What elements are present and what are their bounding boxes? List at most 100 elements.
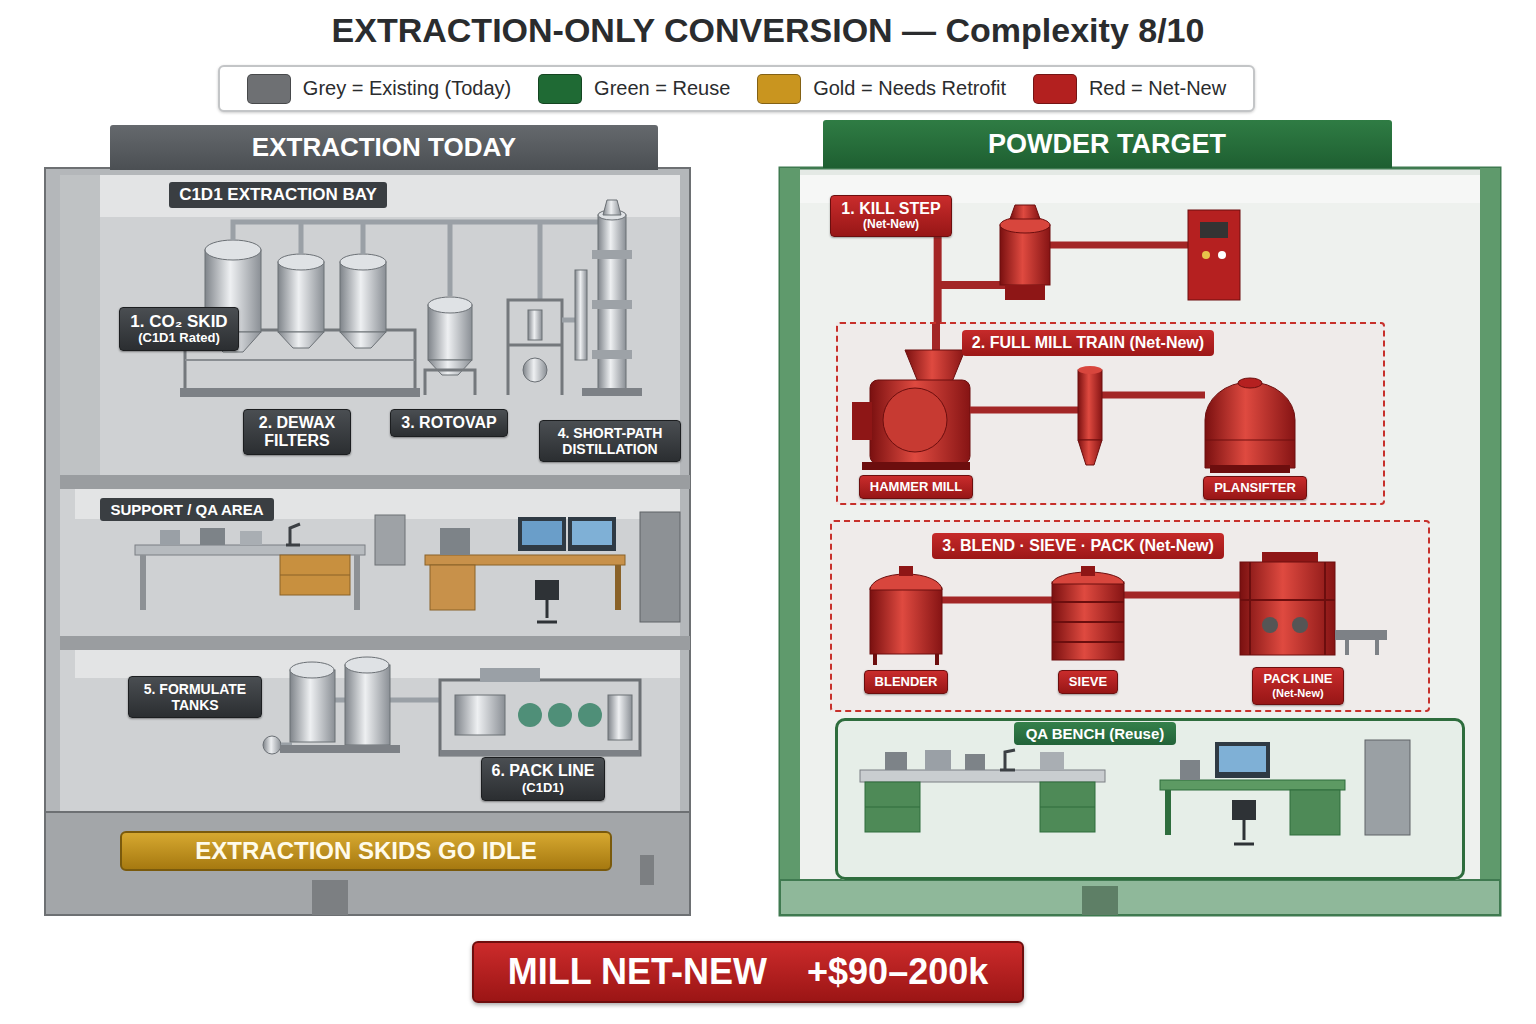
right-building (1480, 168, 1500, 915)
region-heading: SUPPORT / QA AREA (100, 498, 273, 521)
right-building (836, 322, 1385, 505)
tag-label: 1. KILL STEP (841, 200, 940, 218)
qa-bench-reuse (925, 750, 951, 770)
pack-line-new (1262, 617, 1278, 633)
equipment-tag: HAMMER MILL (859, 475, 973, 500)
room-zone: C1D1 EXTRACTION BAY 1. CO₂ SKID(C1D1 Rate… (100, 175, 680, 475)
qa-bench-existing (572, 521, 612, 545)
short-path-column (603, 200, 621, 215)
short-path-column (575, 200, 642, 396)
blender (875, 654, 937, 665)
tag-label: BLENDER (875, 675, 938, 690)
hammer-mill (1078, 370, 1102, 440)
right-building (1082, 886, 1118, 915)
cost-box: MILL NET-NEW+$90–200k (472, 941, 1025, 1002)
qa-bench-existing (535, 580, 559, 600)
region-heading: EXTRACTION TODAY (110, 125, 658, 170)
tag-label: 3. ROTOVAP (401, 414, 496, 432)
pack-line-new (1345, 640, 1349, 655)
hammer-mill (870, 380, 970, 464)
kill-step-vessel (1005, 285, 1045, 300)
co2-skid (340, 254, 386, 270)
qa-bench-reuse (1160, 780, 1345, 790)
legend-swatch (1033, 74, 1077, 104)
region-heading: POWDER TARGET (823, 120, 1392, 168)
plansifter (1205, 440, 1295, 441)
co2-skid (340, 262, 386, 332)
qa-bench-existing (200, 528, 225, 545)
legend-swatch (538, 74, 582, 104)
co2-skid (278, 254, 324, 270)
qa-bench-reuse (860, 740, 1410, 844)
pack-line-existing (608, 695, 632, 740)
sieve (1081, 566, 1095, 576)
tag-label: (C1D1) (492, 781, 595, 796)
plansifter (1205, 378, 1295, 473)
left-building (45, 168, 690, 915)
equipment-tag: 1. KILL STEP(Net-New) (830, 195, 951, 237)
short-path-column (582, 388, 642, 396)
region-heading: QA BENCH (Reuse) (1014, 722, 1177, 745)
pack-line-new (1240, 562, 1335, 655)
formulate-tanks (345, 657, 389, 673)
tag-label: MILL NET-NEW (508, 951, 767, 992)
qa-bench-existing (640, 512, 680, 622)
building-panel: EXTRACTION TODAY C1D1 EXTRACTION BAY 1. CO… (45, 125, 690, 920)
qa-bench-existing (440, 528, 470, 555)
qa-bench-existing (430, 565, 475, 610)
rotovap-frame (528, 310, 542, 340)
right-building (830, 520, 1430, 712)
equipment-tag: 6. PACK LINE(C1D1) (481, 757, 606, 800)
blender (870, 574, 942, 590)
equipment-tag: 2. DEWAX FILTERS (243, 409, 351, 456)
left-building (312, 880, 348, 915)
pack-line-existing (578, 703, 602, 727)
kill-step-vessel (1188, 210, 1240, 300)
region-heading: C1D1 EXTRACTION BAY (169, 182, 387, 208)
plansifter (1210, 465, 1290, 473)
process-zone: 3. BLEND · SIEVE · PACK (Net-New) BLENDER… (830, 520, 1430, 712)
qa-bench-reuse (1365, 740, 1410, 835)
qa-bench-reuse (1180, 760, 1200, 780)
region-heading: 2. FULL MILL TRAIN (Net-New) (962, 330, 1214, 356)
region-heading: 3. BLEND · SIEVE · PACK (Net-New) (932, 533, 1224, 559)
qa-bench-reuse (965, 754, 985, 770)
qa-bench-reuse (1219, 746, 1266, 772)
left-building (60, 175, 100, 475)
hammer-mill (852, 402, 872, 440)
short-path-column (592, 300, 632, 309)
rotovap-frame (523, 358, 547, 382)
right-building (780, 168, 1500, 915)
qa-bench-reuse (1000, 750, 1015, 770)
pack-line-existing (440, 680, 640, 755)
qa-bench-existing (518, 517, 566, 551)
pack-line-existing (480, 668, 540, 682)
qa-bench-reuse (1234, 820, 1254, 844)
qa-bench-existing (280, 575, 350, 576)
formulate-tanks (280, 745, 400, 753)
qa-bench-existing (135, 545, 365, 555)
co2-skid (205, 240, 261, 260)
kill-step-vessel (1200, 222, 1228, 238)
hammer-mill (883, 388, 947, 452)
hammer-mill (905, 350, 965, 382)
pack-line-existing (440, 750, 640, 756)
diagram-title: EXTRACTION-ONLY CONVERSION — Complexity … (0, 0, 1536, 50)
pack-line-new (1335, 630, 1387, 640)
plansifter (1205, 382, 1295, 468)
equipment-tag: 1. CO₂ SKID(C1D1 Rated) (119, 307, 238, 351)
left-building (60, 475, 690, 489)
dewax-tank (428, 360, 472, 375)
plansifter (1238, 378, 1262, 388)
tag-label: 2. DEWAX FILTERS (254, 414, 340, 451)
co2-skid (340, 332, 386, 348)
qa-bench-existing (135, 512, 680, 622)
rotovap-frame (562, 318, 575, 323)
legend-item: Green = Reuse (538, 74, 730, 104)
qa-bench-existing (240, 531, 262, 545)
tag-label: PACK LINE (1263, 672, 1332, 687)
legend-label: Red = Net-New (1089, 77, 1226, 100)
right-building (780, 168, 800, 915)
